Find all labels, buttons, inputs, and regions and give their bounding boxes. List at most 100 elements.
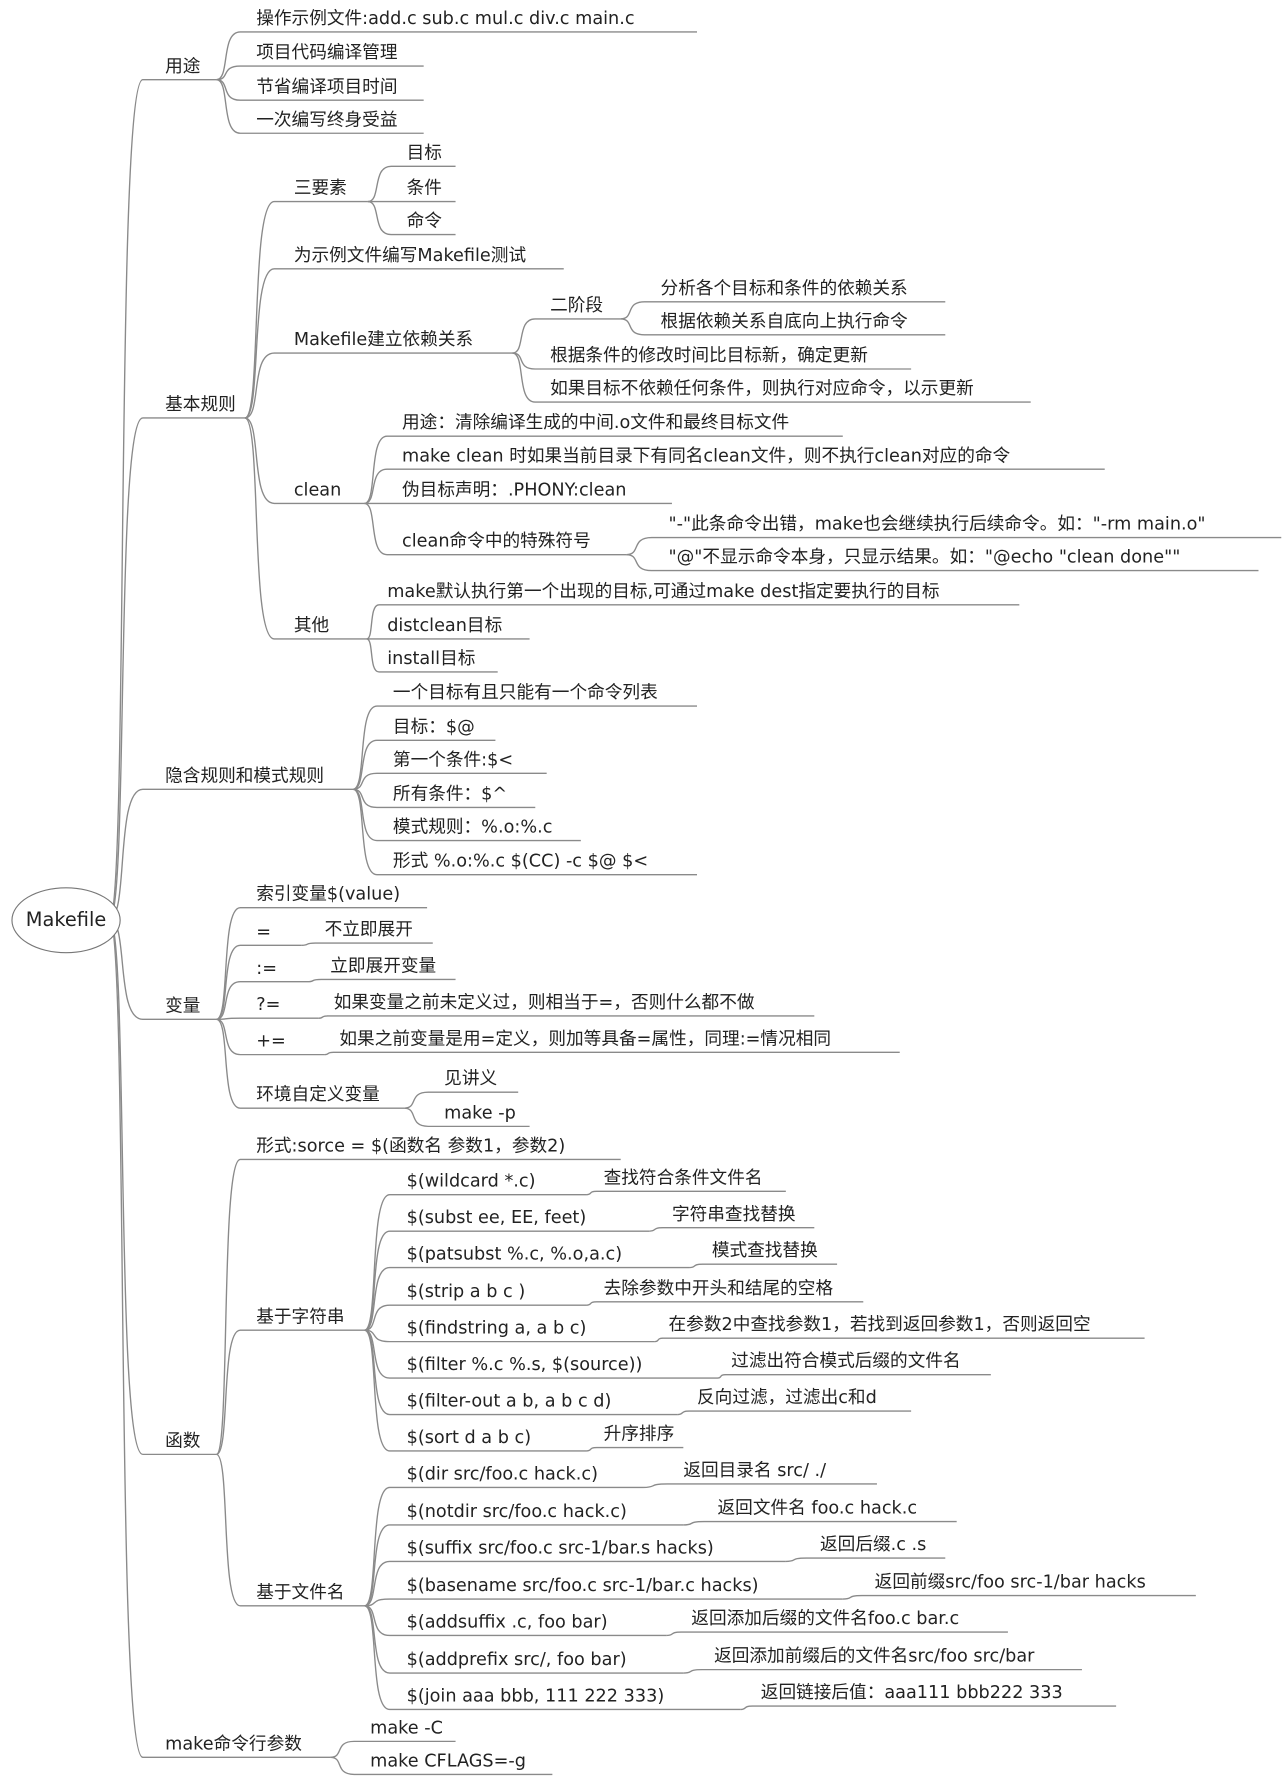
leaf-node[interactable]: distclean目标 (387, 615, 503, 636)
branch-node[interactable]: 基本规则 (165, 394, 236, 415)
leaf-node[interactable]: 根据依赖关系自底向上执行命令 (660, 310, 908, 332)
subtopic-node[interactable]: Makefile建立依赖关系 (293, 329, 474, 350)
connector-line (586, 1301, 864, 1306)
leaf-node[interactable]: 字符串查找替换 (671, 1203, 796, 1225)
leaf-node[interactable]: make -p (444, 1102, 516, 1123)
root-node[interactable]: Makefile (11, 887, 121, 954)
subtopic-node[interactable]: 三要素 (293, 177, 347, 199)
leaf-node[interactable]: 根据条件的修改时间比目标新，确定更新 (550, 345, 868, 366)
leaf-node[interactable]: 一次编写终身受益 (256, 109, 398, 130)
subtopic-node[interactable]: $(findstring a, a b c) (406, 1317, 587, 1339)
subtopic-node[interactable]: $(subst ee, EE, feet) (406, 1207, 587, 1228)
connector-line (215, 1453, 365, 1607)
leaf-node[interactable]: 项目代码编译管理 (256, 42, 398, 63)
branch-node[interactable]: make命令行参数 (165, 1733, 302, 1754)
leaf-node[interactable]: 如果之前变量是用=定义，则加等具备=属性，同理:=情况相同 (339, 1028, 832, 1049)
subtopic-node[interactable]: ?= (256, 994, 281, 1015)
leaf-node[interactable]: 分析各个目标和条件的依赖关系 (660, 277, 908, 299)
leaf-node[interactable]: 模式规则：%.o:%.c (392, 816, 553, 838)
connector-line (216, 31, 698, 81)
subtopic-node[interactable]: := (256, 957, 278, 979)
subtopic-node[interactable]: $(patsubst %.c, %.o,a.c) (406, 1243, 623, 1265)
leaf-node[interactable]: make clean 时如果当前目录下有同名clean文件，则不执行clean对… (402, 445, 1011, 466)
subtopic-node[interactable]: $(strip a b c ) (406, 1281, 526, 1302)
leaf-node[interactable]: install目标 (387, 648, 476, 669)
leaf-node[interactable]: 在参数2中查找参数1，若找到返回参数1，否则返回空 (668, 1314, 1091, 1335)
leaf-node[interactable]: 返回添加前缀后的文件名src/foo src/bar (714, 1645, 1035, 1667)
connector-line (620, 318, 946, 336)
leaf-node[interactable]: 模式查找替换 (711, 1240, 818, 1261)
subtopic-node[interactable]: clean (293, 479, 342, 500)
subtopic-node[interactable]: = (256, 921, 272, 942)
subtopic-node[interactable]: $(suffix src/foo.c src-1/bar.s hacks) (406, 1537, 714, 1559)
leaf-node[interactable]: 目标：$@ (392, 716, 475, 737)
leaf-node[interactable]: 操作示例文件:add.c sub.c mul.c div.c main.c (256, 7, 635, 29)
leaf-node[interactable]: 返回后缀.c .s (820, 1534, 927, 1555)
subtopic-node[interactable]: $(notdir src/foo.c hack.c) (406, 1501, 627, 1522)
leaf-node[interactable]: 节省编译项目时间 (256, 76, 398, 97)
leaf-node[interactable]: 第一个条件:$< (392, 749, 514, 770)
leaf-node[interactable]: 如果变量之前未定义过，则相当于=，否则什么都不做 (333, 991, 755, 1013)
leaf-node[interactable]: 为示例文件编写Makefile测试 (293, 244, 527, 266)
leaf-node[interactable]: 升序排序 (603, 1423, 675, 1445)
leaf-node[interactable]: 过滤出符合模式后缀的文件名 (731, 1350, 961, 1372)
leaf-node[interactable]: 目标 (406, 142, 442, 163)
subtopic-node[interactable]: $(basename src/foo.c src-1/bar.c hacks) (406, 1575, 759, 1596)
subtopic-node[interactable]: 二阶段 (550, 294, 604, 316)
leaf-node[interactable]: 条件 (406, 177, 442, 199)
subtopic-node[interactable]: $(dir src/foo.c hack.c) (406, 1463, 598, 1484)
connector-line (108, 918, 331, 1759)
leaf-node[interactable]: 形式:sorce = $(函数名 参数1，参数2) (256, 1135, 566, 1156)
connector-line (215, 1158, 621, 1456)
leaf-node[interactable]: 立即展开变量 (330, 955, 437, 977)
subtopic-node[interactable]: 环境自定义变量 (256, 1084, 380, 1105)
leaf-node[interactable]: 形式 %.o:%.c $(CC) -c $@ $< (392, 850, 649, 872)
subtopic-node[interactable]: 基于字符串 (256, 1306, 345, 1327)
leaf-node[interactable]: 返回前缀src/foo src-1/bar hacks (874, 1571, 1146, 1593)
connector-line (364, 1329, 587, 1452)
subtopic-node[interactable]: $(filter-out a b, a b c d) (406, 1390, 612, 1412)
subtopic-node[interactable]: clean命令中的特殊符号 (402, 530, 591, 552)
leaf-node[interactable]: make -C (370, 1717, 443, 1738)
leaf-node[interactable]: 命令 (406, 210, 442, 232)
branch-node[interactable]: 隐含规则和模式规则 (165, 765, 325, 786)
branch-node[interactable]: 用途 (165, 55, 201, 77)
connector-line (586, 1190, 786, 1196)
leaf-node[interactable]: make默认执行第一个出现的目标,可通过make dest指定要执行的目标 (387, 580, 940, 602)
leaf-node[interactable]: 不立即展开 (324, 919, 413, 940)
subtopic-node[interactable]: $(addsuffix .c, foo bar) (406, 1611, 608, 1633)
leaf-node[interactable]: "@"不显示命令本身，只显示结果。如："@echo "clean done"" (668, 546, 1181, 568)
leaf-node[interactable]: 见讲义 (444, 1068, 498, 1089)
connector-line (330, 1756, 553, 1776)
leaf-node[interactable]: 返回目录名 src/ ./ (683, 1460, 827, 1481)
subtopic-node[interactable]: 基于文件名 (256, 1581, 345, 1603)
leaf-node[interactable]: 所有条件：$^ (392, 783, 508, 805)
leaf-node[interactable]: 一个目标有且只能有一个命令列表 (392, 682, 658, 703)
leaf-node[interactable]: 伪目标声明：.PHONY:clean (402, 479, 627, 500)
leaf-node[interactable]: make CFLAGS=-g (370, 1750, 526, 1771)
subtopic-node[interactable]: $(addprefix src/, foo bar) (406, 1649, 627, 1670)
leaf-node[interactable]: 反向过滤，过滤出c和d (697, 1387, 877, 1408)
subtopic-node[interactable]: $(join aaa bbb, 111 222 333) (406, 1685, 665, 1707)
leaf-node[interactable]: 返回文件名 foo.c hack.c (717, 1497, 918, 1519)
subtopic-node[interactable]: $(filter %.c %.s, $(source)) (406, 1354, 643, 1375)
subtopic-node[interactable]: 其他 (293, 615, 330, 636)
connector-line (364, 1230, 650, 1331)
leaf-node[interactable]: 索引变量$(value) (256, 883, 401, 905)
subtopic-node[interactable]: $(sort d a b c) (406, 1427, 532, 1448)
branch-node[interactable]: 函数 (165, 1430, 201, 1451)
branch-node[interactable]: 变量 (165, 995, 201, 1016)
connector-line (108, 417, 245, 920)
leaf-node[interactable]: 返回添加后缀的文件名foo.c bar.c (691, 1608, 960, 1629)
subtopic-node[interactable]: += (256, 1030, 286, 1052)
leaf-node[interactable]: 用途：清除编译生成的中间.o文件和最终目标文件 (402, 412, 790, 433)
leaf-node[interactable]: "-"此条命令出错，make也会继续执行后续命令。如："-rm main.o" (668, 513, 1206, 535)
leaf-node[interactable]: 如果目标不依赖任何条件，则执行对应命令，以示更新 (550, 378, 974, 399)
leaf-node[interactable]: 返回链接后值：aaa111 bbb222 333 (760, 1682, 1063, 1703)
connector-line (366, 604, 1020, 640)
connector-line (216, 944, 302, 1020)
leaf-node[interactable]: 去除参数中开头和结尾的空格 (603, 1277, 834, 1299)
subtopic-node[interactable]: $(wildcard *.c) (406, 1170, 536, 1192)
leaf-node[interactable]: 查找符合条件文件名 (603, 1167, 763, 1188)
